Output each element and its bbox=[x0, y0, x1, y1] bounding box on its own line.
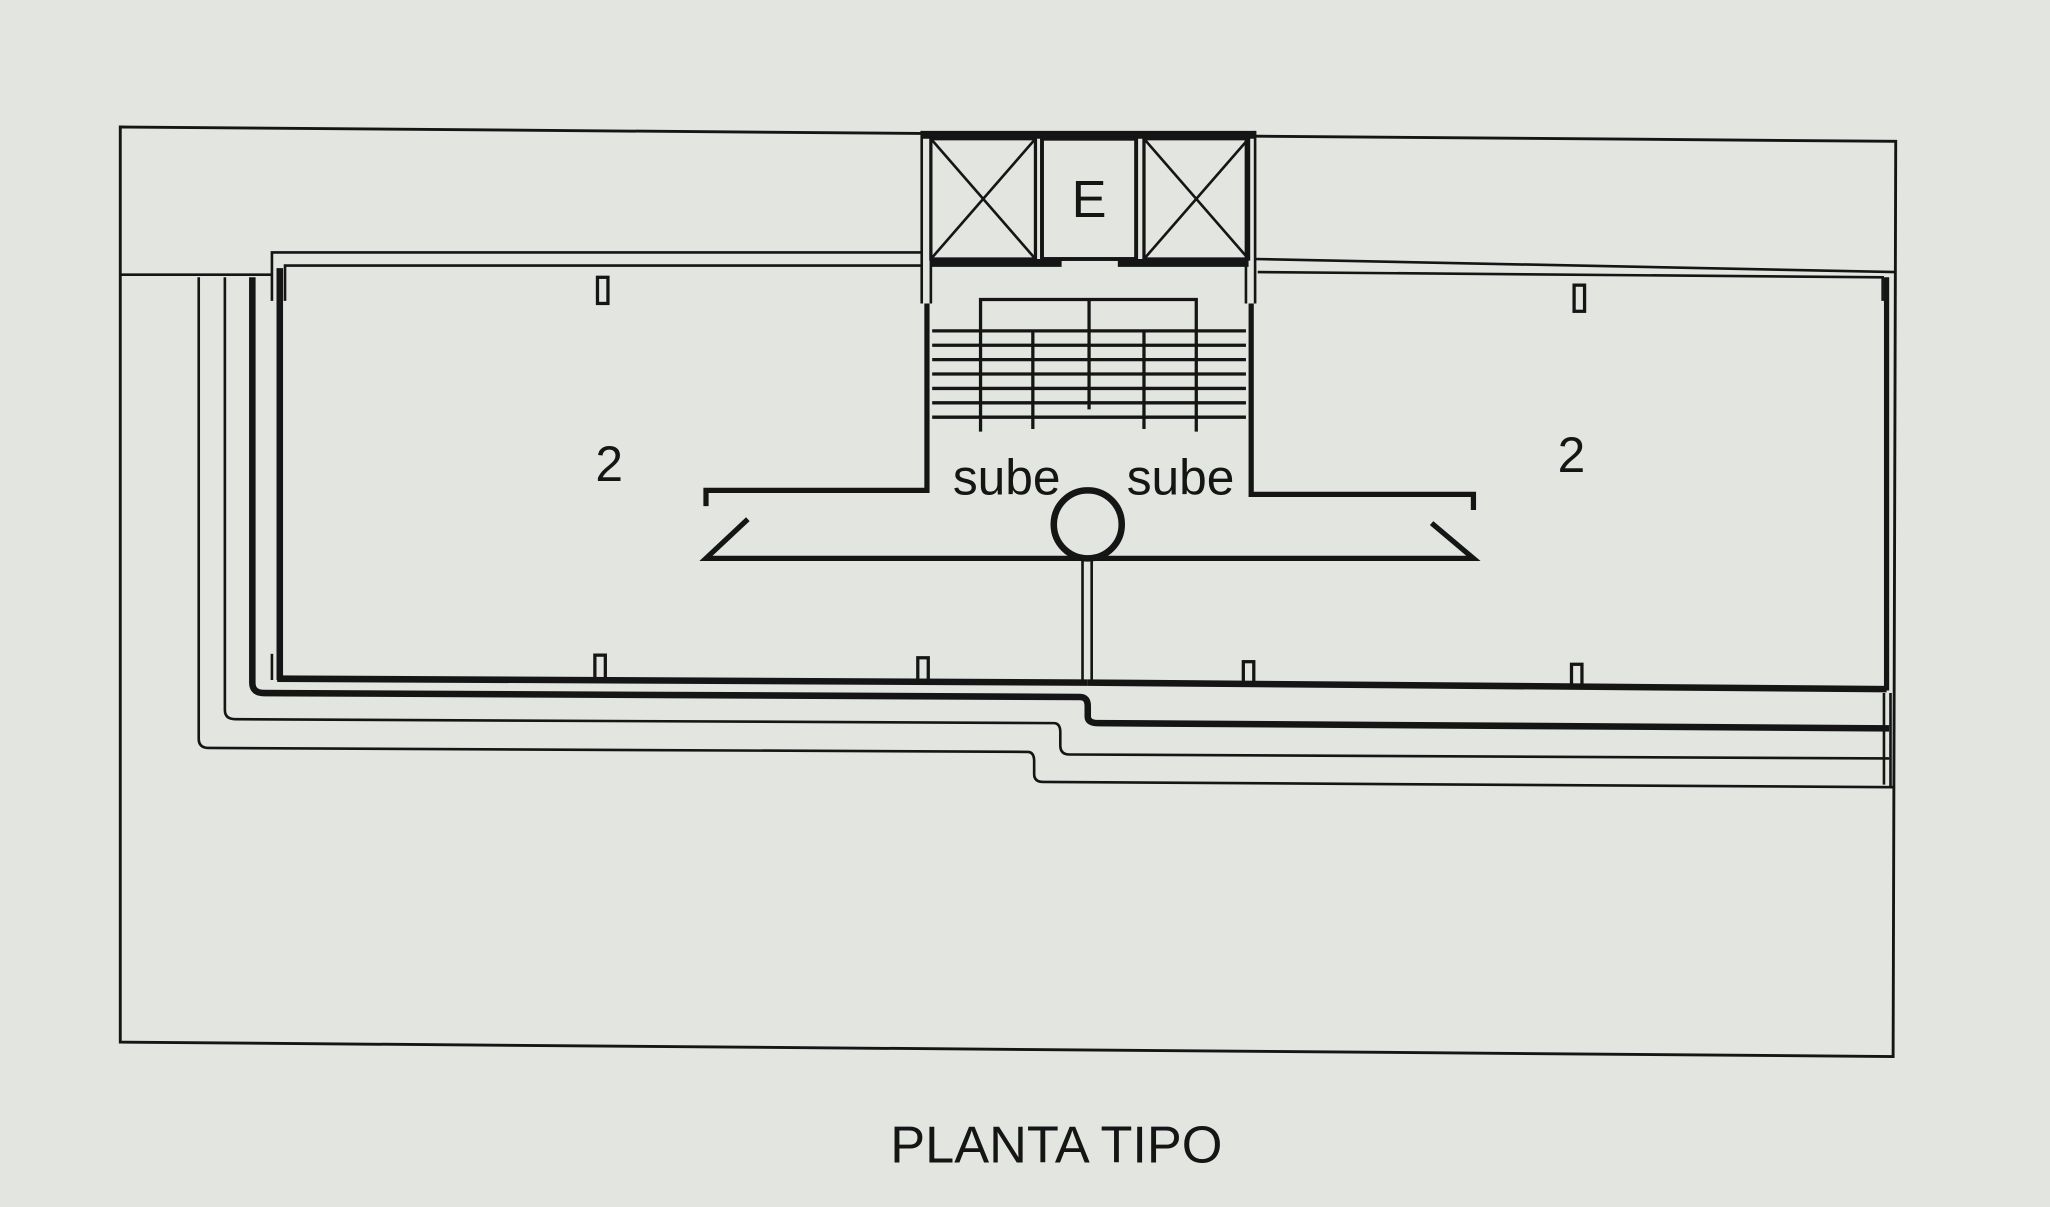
unit-label-right: 2 bbox=[1558, 427, 1586, 483]
stair-label-left: sube bbox=[953, 449, 1061, 505]
unit-right bbox=[1087, 257, 1896, 693]
column bbox=[1241, 660, 1256, 687]
stairs: sube sube bbox=[703, 297, 1477, 511]
service-room-label: E bbox=[1072, 171, 1107, 229]
balcony-lines bbox=[197, 277, 1894, 789]
column bbox=[916, 656, 930, 683]
column bbox=[1569, 662, 1584, 690]
lobby bbox=[699, 487, 1481, 680]
plan-title: PLANTA TIPO bbox=[890, 1116, 1222, 1174]
column bbox=[595, 275, 610, 306]
service-room: E bbox=[1040, 136, 1139, 261]
column bbox=[593, 653, 607, 681]
elevator-core: E bbox=[920, 130, 1257, 304]
columns bbox=[593, 275, 1587, 690]
column-round bbox=[1050, 487, 1126, 562]
elevator-shaft-left bbox=[929, 137, 1038, 261]
unit-left bbox=[270, 251, 1088, 686]
column bbox=[1572, 283, 1587, 313]
stair-label-right: sube bbox=[1127, 449, 1235, 505]
unit-label-left: 2 bbox=[595, 436, 623, 492]
site-boundary bbox=[118, 125, 1898, 1058]
